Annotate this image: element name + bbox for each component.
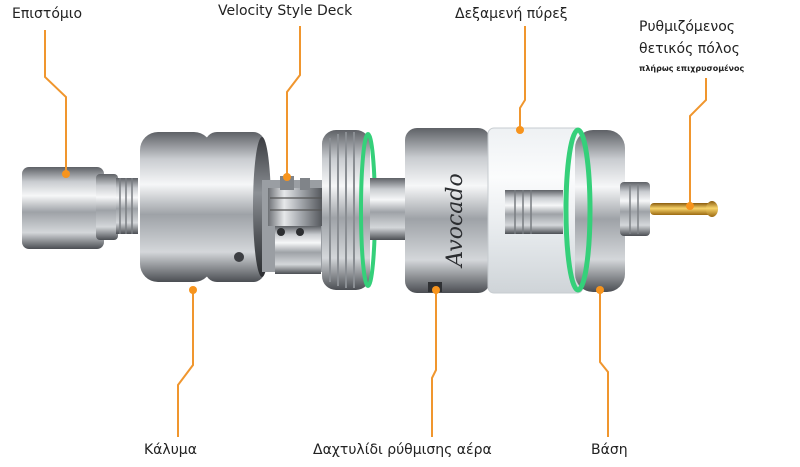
top-cap-part [140, 132, 271, 282]
label-deck: Velocity Style Deck [218, 3, 353, 19]
callout-line-cap [177, 290, 194, 437]
label-pin-line3: πλήρως επιχρυσομένος [639, 64, 745, 73]
label-pin-line2: θετικός πόλος [639, 41, 740, 57]
label-airflow-ring: Δαχτυλίδι ρύθμισης αέρα [313, 442, 492, 458]
brand-logo-text: Avocado [443, 173, 468, 268]
label-base: Βάση [591, 442, 628, 458]
mouthpiece-part [22, 167, 138, 249]
callout-line-deck [286, 26, 301, 177]
label-pin-line1: Ρυθμιζόμενος [639, 19, 736, 35]
base-part [563, 127, 650, 293]
callout-line-pin [689, 78, 707, 206]
callout-line-base [599, 290, 609, 437]
deck-part [262, 176, 327, 274]
callout-line-airflow [431, 290, 437, 437]
positive-pin-part [650, 201, 718, 217]
chimney-part [322, 130, 410, 290]
callout-lines [44, 26, 707, 437]
callout-line-mouthpiece [44, 30, 67, 174]
airflow-ring-part: Avocado [405, 128, 490, 293]
label-pyrex-tank: Δεξαμενή πύρεξ [455, 6, 568, 22]
label-top-cap: Κάλυμα [144, 442, 197, 458]
callout-dots [62, 126, 694, 294]
pyrex-tank-part [487, 127, 584, 294]
callout-line-tank [519, 26, 526, 130]
label-mouthpiece: Επιστόμιο [12, 6, 83, 22]
